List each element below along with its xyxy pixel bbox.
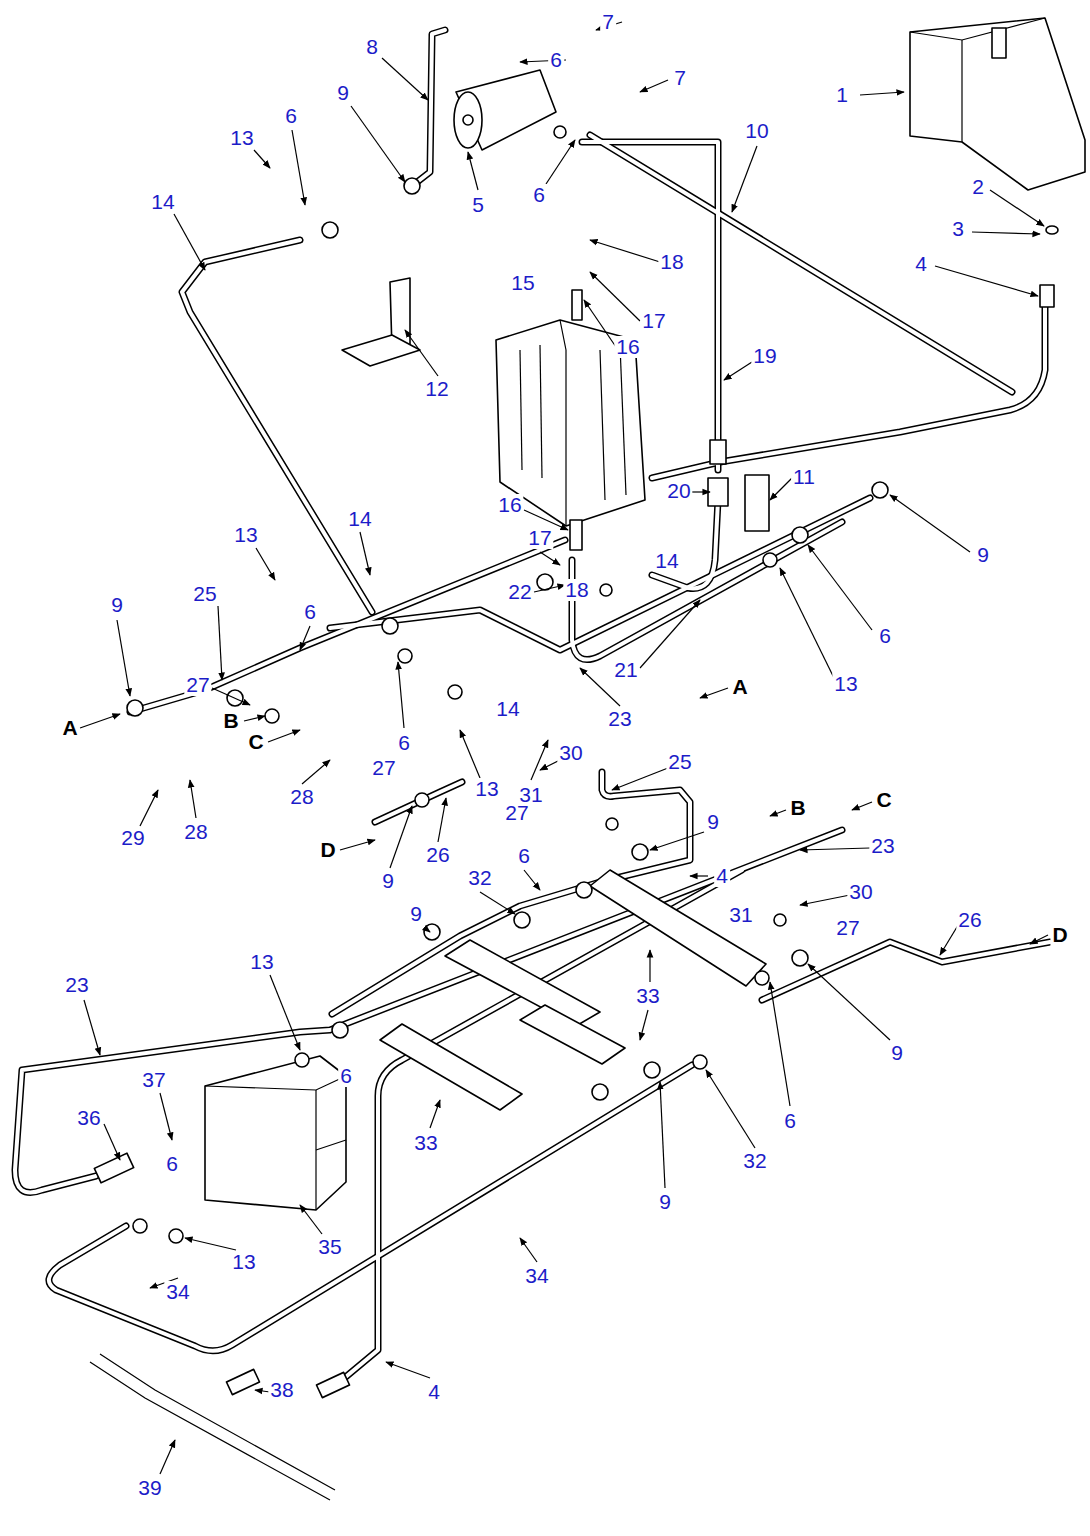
callout-number: 34 <box>523 1265 550 1287</box>
connector-letter: B <box>221 710 240 732</box>
callout-number: 25 <box>666 751 693 773</box>
callout-number: 14 <box>149 191 176 213</box>
callout-number: 9 <box>705 811 721 833</box>
callout-number: 32 <box>466 867 493 889</box>
callout-number: 28 <box>288 786 315 808</box>
connector-letter: D <box>1050 924 1069 946</box>
callout-number: 23 <box>869 835 896 857</box>
callout-number: 21 <box>612 659 639 681</box>
connector-letter: D <box>318 839 337 861</box>
callout-number: 6 <box>516 845 532 867</box>
callout-number: 28 <box>182 821 209 843</box>
callout-number: 16 <box>614 336 641 358</box>
callout-number: 27 <box>184 674 211 696</box>
callout-number: 13 <box>473 778 500 800</box>
callout-number: 6 <box>548 49 564 71</box>
callout-number: 15 <box>509 272 536 294</box>
callout-number: 6 <box>302 601 318 623</box>
callout-number: 38 <box>268 1379 295 1401</box>
callout-number: 13 <box>232 524 259 546</box>
callout-number: 33 <box>412 1132 439 1154</box>
callout-number: 27 <box>834 917 861 939</box>
callout-number: 6 <box>531 184 547 206</box>
callout-number: 14 <box>346 508 373 530</box>
callout-number: 30 <box>557 742 584 764</box>
connector-letter: C <box>874 789 893 811</box>
callout-number: 27 <box>370 757 397 779</box>
callout-number: 16 <box>496 494 523 516</box>
callout-number: 34 <box>164 1281 191 1303</box>
connector-letter: C <box>246 731 265 753</box>
connector-letter: A <box>730 676 749 698</box>
callout-number: 23 <box>63 974 90 996</box>
callout-number: 26 <box>956 909 983 931</box>
callout-number: 25 <box>191 583 218 605</box>
callout-number: 27 <box>503 802 530 824</box>
callout-number: 9 <box>975 544 991 566</box>
callout-number: 23 <box>606 708 633 730</box>
callout-number: 12 <box>423 378 450 400</box>
callout-number: 6 <box>164 1153 180 1175</box>
callout-number: 14 <box>653 550 680 572</box>
callout-number: 9 <box>889 1042 905 1064</box>
callout-number: 17 <box>526 527 553 549</box>
callout-number: 6 <box>782 1110 798 1132</box>
callout-number: 6 <box>338 1065 354 1087</box>
callout-number: 7 <box>600 11 616 33</box>
callout-number: 13 <box>230 1251 257 1273</box>
callout-number: 9 <box>335 82 351 104</box>
callout-number: 5 <box>470 194 486 216</box>
callout-number: 33 <box>634 985 661 1007</box>
connector-letter: A <box>60 717 79 739</box>
callout-number: 6 <box>396 732 412 754</box>
callout-number: 39 <box>136 1477 163 1499</box>
callout-number: 6 <box>877 625 893 647</box>
callout-number: 29 <box>119 827 146 849</box>
callout-number: 37 <box>140 1069 167 1091</box>
callout-number: 13 <box>248 951 275 973</box>
callout-number: 4 <box>913 253 929 275</box>
callout-number: 26 <box>424 844 451 866</box>
callout-number: 13 <box>832 673 859 695</box>
callout-number: 18 <box>563 579 590 601</box>
callout-number: 19 <box>751 345 778 367</box>
callout-number: 14 <box>494 698 521 720</box>
callout-number: 9 <box>380 870 396 892</box>
connector-letter: B <box>788 797 807 819</box>
callout-number: 8 <box>364 36 380 58</box>
callout-number: 9 <box>408 903 424 925</box>
callout-number: 9 <box>109 594 125 616</box>
callout-number: 36 <box>75 1107 102 1129</box>
callout-number: 4 <box>426 1381 442 1403</box>
callout-number: 13 <box>228 127 255 149</box>
callout-number: 18 <box>658 251 685 273</box>
callout-number: 20 <box>665 480 692 502</box>
callout-number: 30 <box>847 881 874 903</box>
callout-number: 6 <box>283 105 299 127</box>
callout-number: 35 <box>316 1236 343 1258</box>
callout-number: 9 <box>657 1191 673 1213</box>
callout-number: 7 <box>672 67 688 89</box>
callout-number: 10 <box>743 120 770 142</box>
callout-number: 4 <box>714 865 730 887</box>
callout-number: 31 <box>727 904 754 926</box>
callout-number: 22 <box>506 581 533 603</box>
callout-number: 1 <box>834 84 850 106</box>
callout-number: 11 <box>791 466 817 488</box>
callout-number: 2 <box>970 176 986 198</box>
callout-number: 17 <box>640 310 667 332</box>
callout-number: 32 <box>741 1150 768 1172</box>
callout-number: 3 <box>950 218 966 240</box>
